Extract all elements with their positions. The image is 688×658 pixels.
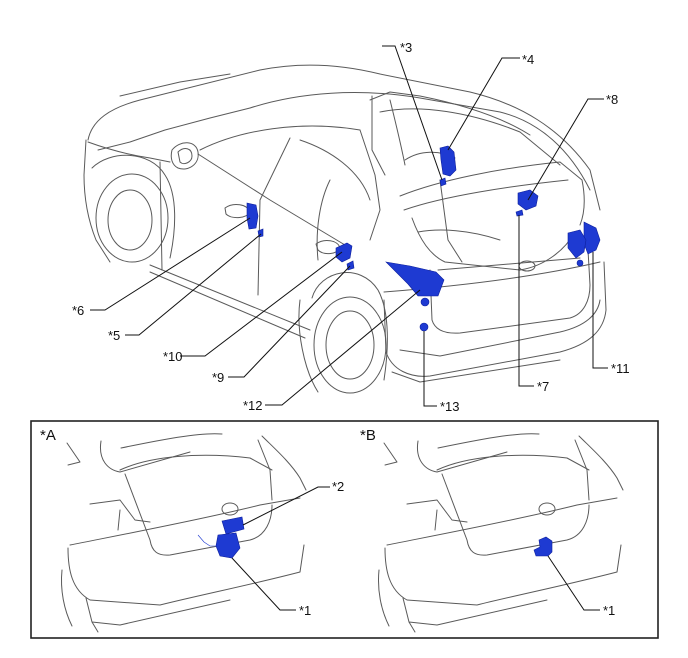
callout-10: *10 xyxy=(163,349,183,364)
callout-4: *4 xyxy=(522,52,534,67)
inset-a-actuator-harness xyxy=(197,534,218,547)
inset-a-label: *A xyxy=(40,427,56,444)
component-bumper-sensor xyxy=(419,322,429,332)
leader-lines xyxy=(90,45,608,407)
inset-a: *A *2 *1 xyxy=(40,427,344,633)
inset-a-callout-2: *2 xyxy=(332,479,344,494)
callout-6: *6 xyxy=(72,303,84,318)
component-right-tail-lamp xyxy=(583,221,601,255)
callout-9: *9 xyxy=(212,370,224,385)
callout-7: *7 xyxy=(537,379,549,394)
inset-frame xyxy=(30,420,659,639)
component-front-door-lock xyxy=(246,202,259,230)
component-pillar-sensor xyxy=(439,177,447,187)
inset-b: *B *1 xyxy=(360,427,624,633)
callout-11: *11 xyxy=(611,361,630,376)
callout-13: *13 xyxy=(440,399,460,414)
component-pillar-unit xyxy=(439,145,457,177)
inset-b-leader-lines xyxy=(547,555,600,611)
highlighted-components xyxy=(246,145,601,332)
callout-labels: *3 *4 *8 *6 *5 *10 *9 *12 *13 *7 *11 xyxy=(72,40,630,414)
inset-a-vehicle-outline xyxy=(61,433,307,633)
component-right-lamp-socket xyxy=(576,259,584,267)
callout-3: *3 xyxy=(400,40,412,55)
inset-b-label: *B xyxy=(360,427,376,444)
inset-b-callout-1: *1 xyxy=(603,603,615,618)
component-left-lamp-socket xyxy=(420,297,430,307)
component-left-tail-lamp xyxy=(385,261,445,297)
inset-a-leader-lines xyxy=(231,486,330,611)
component-right-lamp-connector xyxy=(567,229,587,259)
inset-a-control-module xyxy=(221,516,245,535)
vehicle-outline xyxy=(83,64,607,394)
callout-8: *8 xyxy=(606,92,618,107)
callout-12: *12 xyxy=(243,398,263,413)
component-rear-door-lock xyxy=(335,242,353,263)
callout-5: *5 xyxy=(108,328,120,343)
component-hatch-sensor xyxy=(515,209,524,217)
inset-a-callout-1: *1 xyxy=(299,603,311,618)
inset-b-vehicle-outline xyxy=(378,433,624,633)
